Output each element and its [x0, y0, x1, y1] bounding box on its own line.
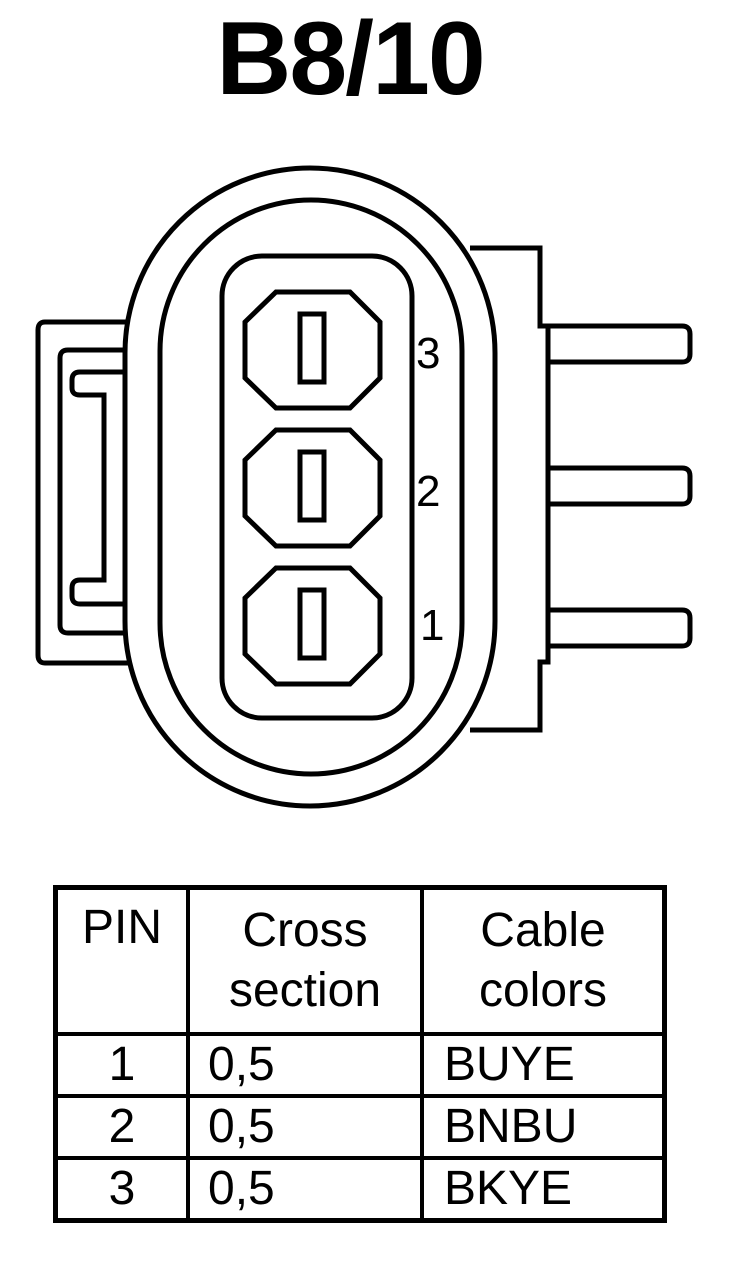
cell-cable-color: BNBU	[420, 1094, 667, 1160]
cell-pin: 1	[53, 1032, 190, 1098]
table-row: 2 0,5 BNBU	[53, 1094, 667, 1160]
pin-label-1: 1	[420, 601, 444, 650]
pin-label-3: 3	[416, 329, 440, 378]
table-row: 1 0,5 BUYE	[53, 1032, 667, 1098]
pin-slot-3	[297, 311, 327, 385]
back-housing	[470, 245, 551, 733]
connector-title: B8/10	[216, 1, 486, 117]
terminal-pin-3	[548, 323, 693, 365]
cell-cable-color: BUYE	[420, 1032, 667, 1098]
terminal-pin-1	[548, 607, 693, 649]
housing-inner	[219, 253, 415, 721]
cell-cable-color: BKYE	[420, 1156, 667, 1223]
pin-table-header: PIN Cross section Cable colors	[53, 885, 667, 1036]
latch-inner	[57, 347, 165, 636]
pin-cavity-1	[242, 565, 383, 687]
pin-table: PIN Cross section Cable colors 1 0,5 BUY…	[53, 885, 667, 1223]
pin-label-2: 2	[416, 467, 440, 516]
latch-top-tab	[69, 369, 160, 607]
cell-cross-section: 0,5	[186, 1156, 424, 1223]
cell-pin: 3	[53, 1156, 190, 1223]
pin-slot-1	[297, 587, 327, 661]
header-pin: PIN	[53, 885, 190, 1036]
cell-cross-section: 0,5	[186, 1032, 424, 1098]
cell-cross-section: 0,5	[186, 1094, 424, 1160]
connector-diagram: 3 2 1	[35, 165, 693, 809]
cell-pin: 2	[53, 1094, 190, 1160]
pin-cavity-2	[242, 427, 383, 549]
terminal-pin-2	[548, 465, 693, 507]
pin-cavity-3	[242, 289, 383, 411]
pin-slot-2	[297, 449, 327, 523]
table-row: 3 0,5 BKYE	[53, 1156, 667, 1223]
latch-outer	[35, 319, 165, 666]
header-cable-colors: Cable colors	[420, 885, 667, 1036]
header-cross-section: Cross section	[186, 885, 424, 1036]
